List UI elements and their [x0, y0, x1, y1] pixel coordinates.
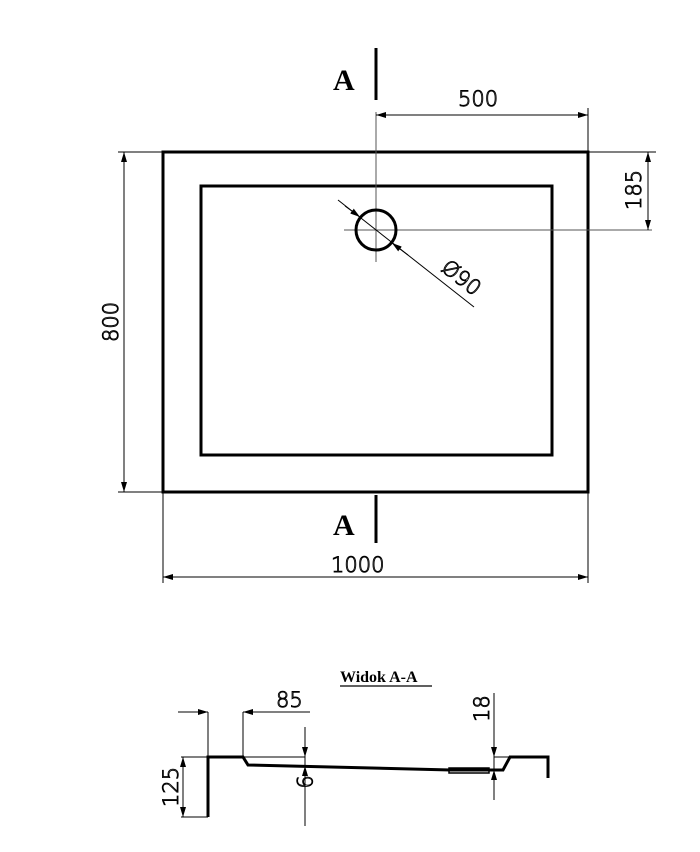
dim-85-label: 85 [276, 688, 303, 712]
dim-diameter-arrow-b [391, 242, 409, 256]
dim-800-label: 800 [99, 302, 123, 342]
dim-1000-label: 1000 [331, 553, 384, 577]
dim-18-label: 18 [470, 695, 494, 722]
section-label-top: A [333, 64, 355, 97]
dim-125-label: 125 [159, 767, 183, 807]
drain-hole [354, 208, 398, 252]
section-title: Widok A-A [340, 669, 418, 686]
dim-185-label: 185 [622, 170, 646, 210]
section-label-bottom: A [333, 509, 355, 542]
section-view: Widok A-A 85 125 9 18 [159, 669, 550, 826]
dim-500-label: 500 [458, 87, 498, 111]
plan-view: A A 500 185 800 1000 Ø90 [99, 48, 656, 583]
dim-diameter-label: Ø90 [437, 255, 486, 301]
drain-outlet [448, 767, 490, 774]
tray-profile [206, 755, 550, 817]
dim-diameter-arrow-a [344, 205, 361, 218]
dim-9-label: 9 [292, 775, 316, 788]
